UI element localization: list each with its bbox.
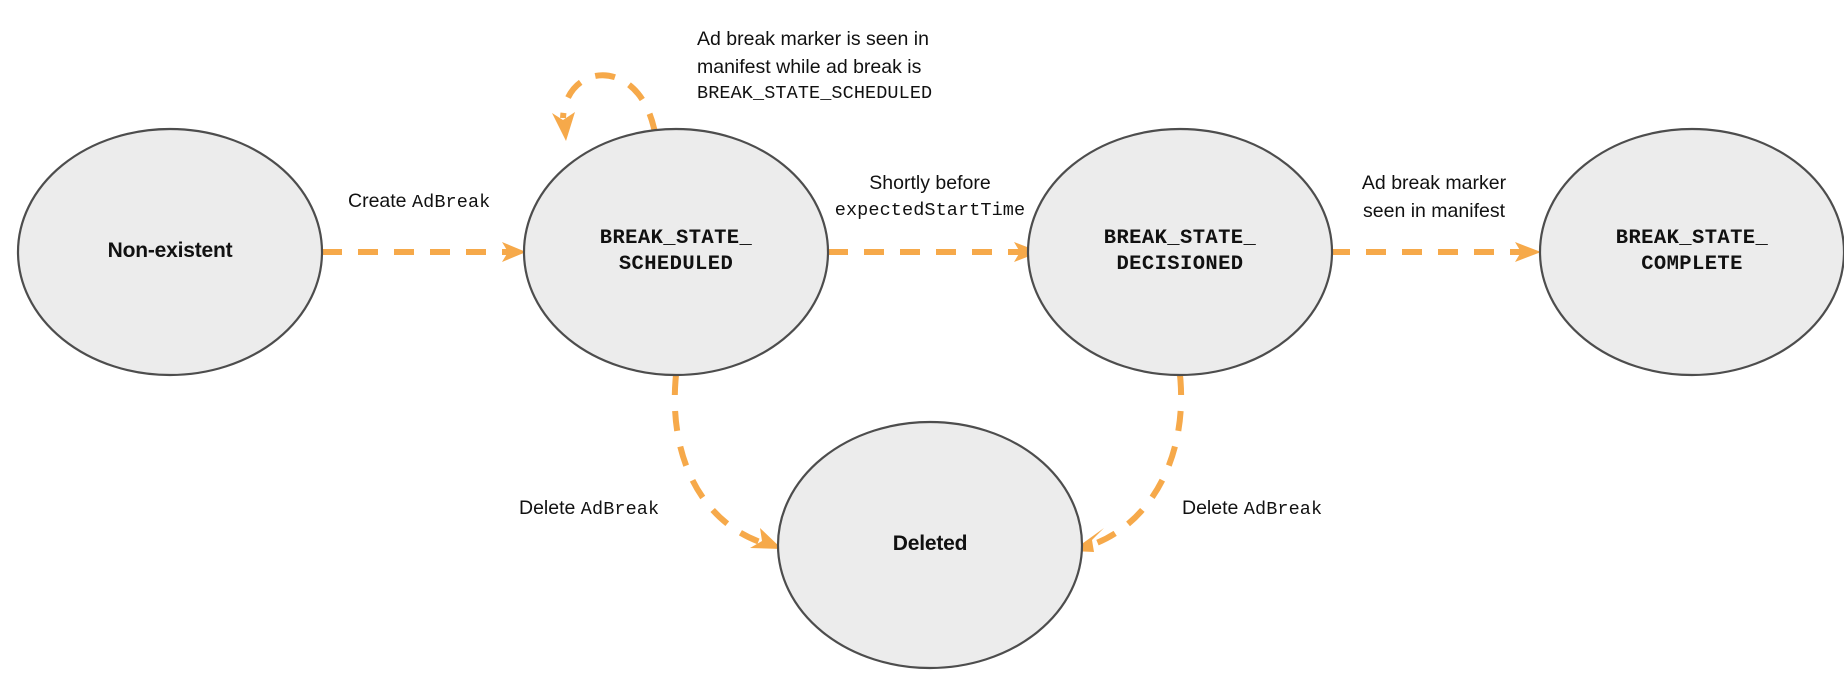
node-deleted[interactable]: [776, 420, 1084, 670]
edge-marker-seen-in-manifest: [1330, 242, 1541, 262]
edge-label-delete-from-scheduled: Delete AdBreak: [519, 495, 659, 523]
node-break-state-complete[interactable]: [1538, 127, 1844, 377]
edge-label-marker-seen-line2: seen in manifest: [1363, 199, 1505, 222]
edge-shortly-before: [828, 242, 1040, 262]
edge-delete-from-decisioned: [1072, 374, 1185, 552]
edge-delete-from-scheduled: [671, 374, 782, 549]
edge-label-delete-scheduled-plain: Delete: [519, 497, 581, 519]
edge-scheduled-self-loop: [552, 72, 658, 141]
edge-label-create-adbreak-plain: Create: [348, 190, 412, 212]
edge-label-marker-seen-in-manifest: Ad break marker seen in manifest: [1330, 170, 1538, 225]
edge-create-adbreak: [322, 242, 526, 262]
edge-label-self-loop-line2: manifest while ad break is: [697, 55, 922, 78]
edge-label-self-loop-line3: BREAK_STATE_SCHEDULED: [697, 83, 933, 105]
edge-label-shortly-before: Shortly before expectedStartTime: [828, 170, 1032, 224]
node-break-state-scheduled[interactable]: [522, 127, 830, 377]
edge-label-shortly-before-line2: expectedStartTime: [834, 199, 1026, 221]
node-non-existent[interactable]: [16, 127, 324, 377]
edge-label-create-adbreak-mono: AdBreak: [411, 192, 491, 213]
edge-label-create-adbreak: Create AdBreak: [348, 188, 490, 216]
edge-label-shortly-before-line1: Shortly before: [869, 172, 991, 194]
edge-label-delete-decisioned-mono: AdBreak: [1243, 499, 1323, 520]
node-break-state-decisioned[interactable]: [1026, 127, 1334, 377]
edge-label-delete-scheduled-mono: AdBreak: [580, 499, 660, 520]
edge-label-marker-seen-line1: Ad break marker: [1361, 172, 1507, 194]
edge-label-delete-decisioned-plain: Delete: [1182, 497, 1244, 519]
edge-label-delete-from-decisioned: Delete AdBreak: [1182, 495, 1322, 523]
edge-label-self-loop-line1: Ad break marker is seen in: [697, 28, 929, 50]
edge-label-scheduled-self-loop: Ad break marker is seen in manifest whil…: [697, 26, 932, 108]
